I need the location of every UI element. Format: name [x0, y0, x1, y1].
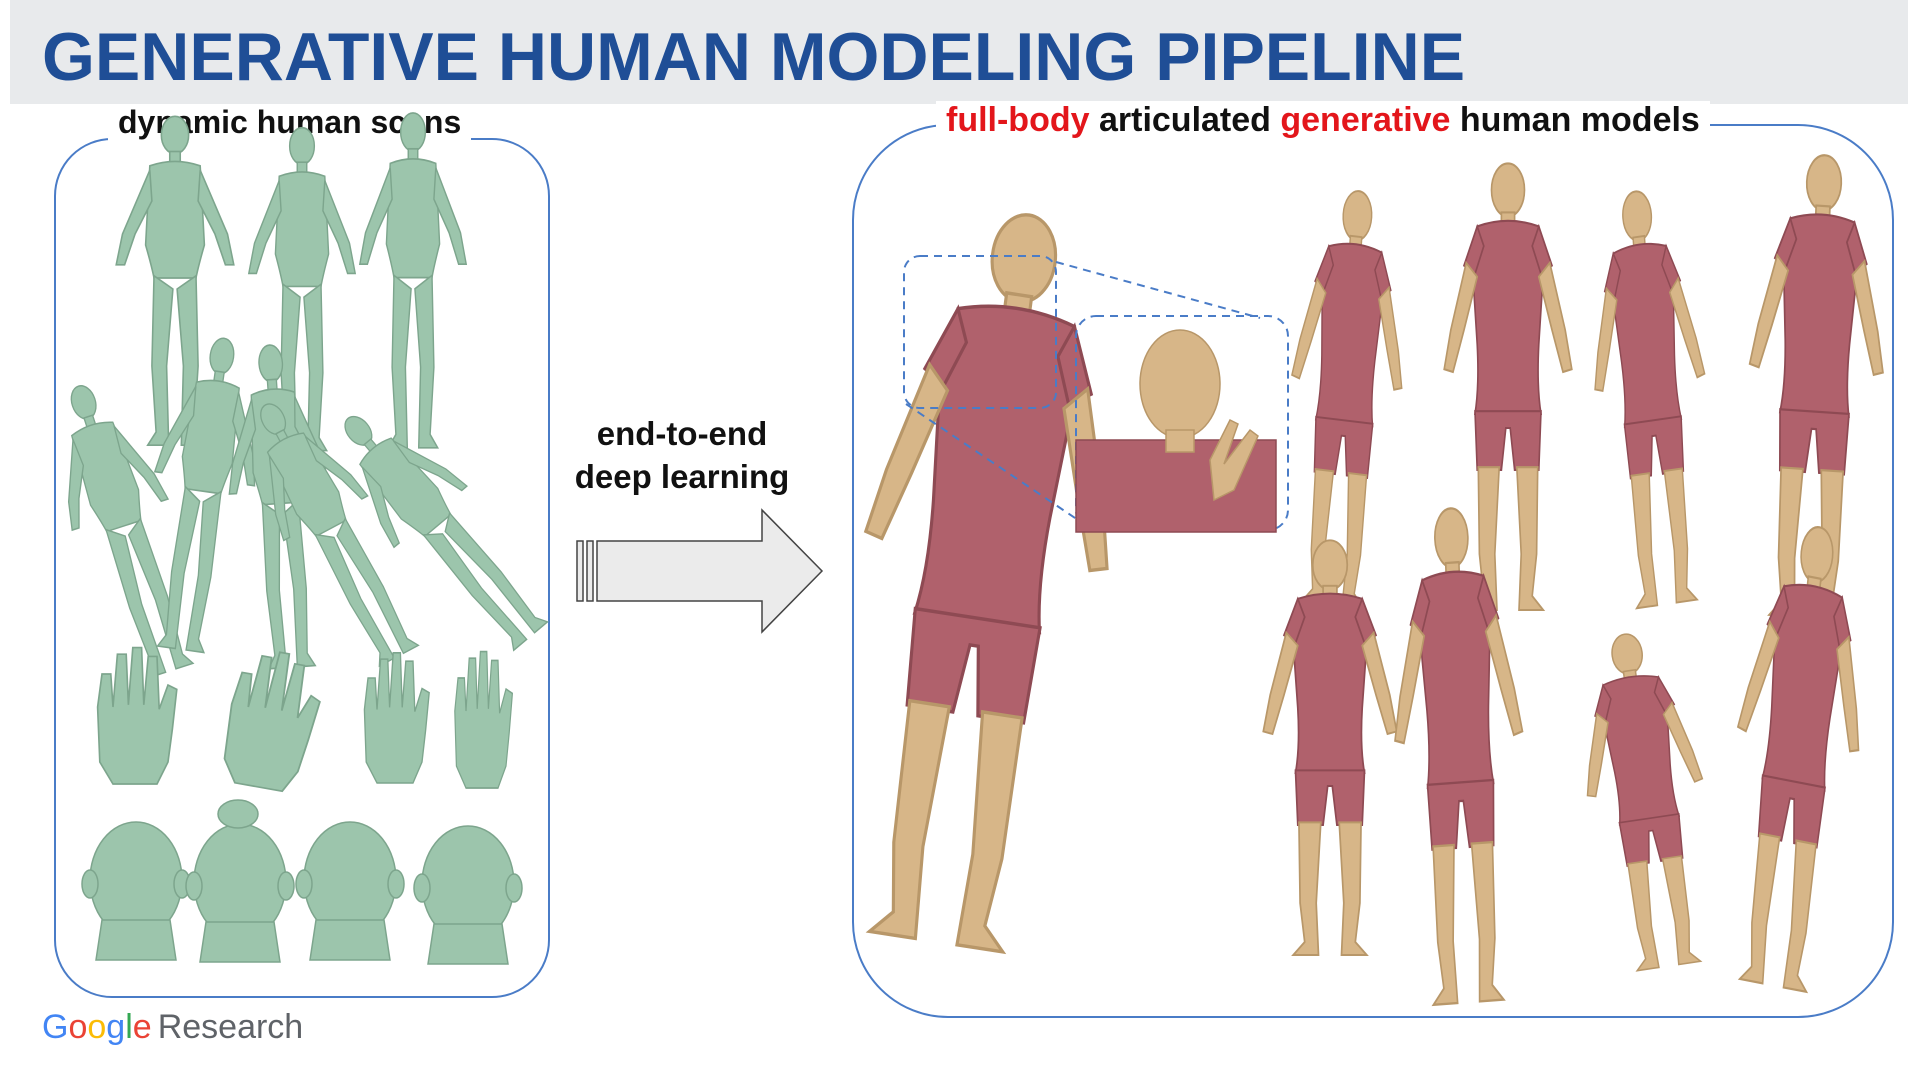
arrow-caption-line2: deep learning — [542, 455, 822, 498]
logo-letter-5: l — [125, 1008, 133, 1046]
arrow-caption: end-to-end deep learning — [542, 412, 822, 498]
logo-letter-4: g — [106, 1008, 125, 1046]
scan-bodies-posed — [30, 331, 567, 686]
model-row-top — [1278, 151, 1892, 622]
pipeline-arrow — [577, 510, 822, 632]
logo-letter-6: e — [133, 1008, 152, 1046]
logo-letter-3: o — [87, 1008, 106, 1046]
logo-letter-2: o — [68, 1008, 87, 1046]
zoom-face — [1076, 330, 1276, 532]
logo-research-text: Research — [158, 1008, 304, 1046]
large-model — [816, 197, 1150, 961]
arrow-caption-line1: end-to-end — [542, 412, 822, 455]
scan-hair-bun — [218, 800, 258, 828]
logo-letter-1: G — [42, 1008, 68, 1046]
scan-heads — [82, 822, 522, 964]
